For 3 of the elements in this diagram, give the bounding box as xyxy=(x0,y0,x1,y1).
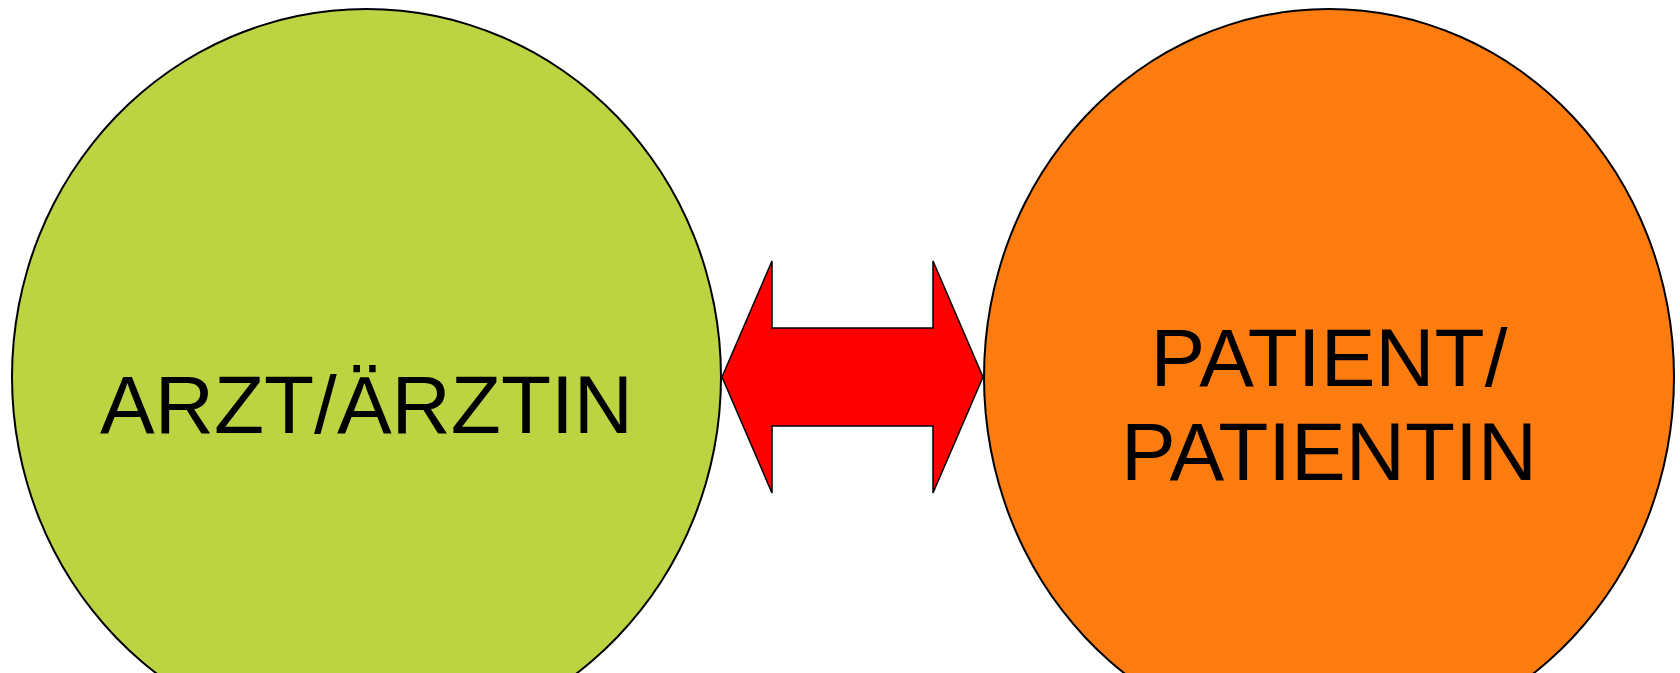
ellipse-label: ARZT/ÄRZTIN xyxy=(99,357,634,452)
double-arrow xyxy=(721,260,984,494)
ellipse-label: PATIENT/ PATIENTIN xyxy=(1119,310,1539,499)
